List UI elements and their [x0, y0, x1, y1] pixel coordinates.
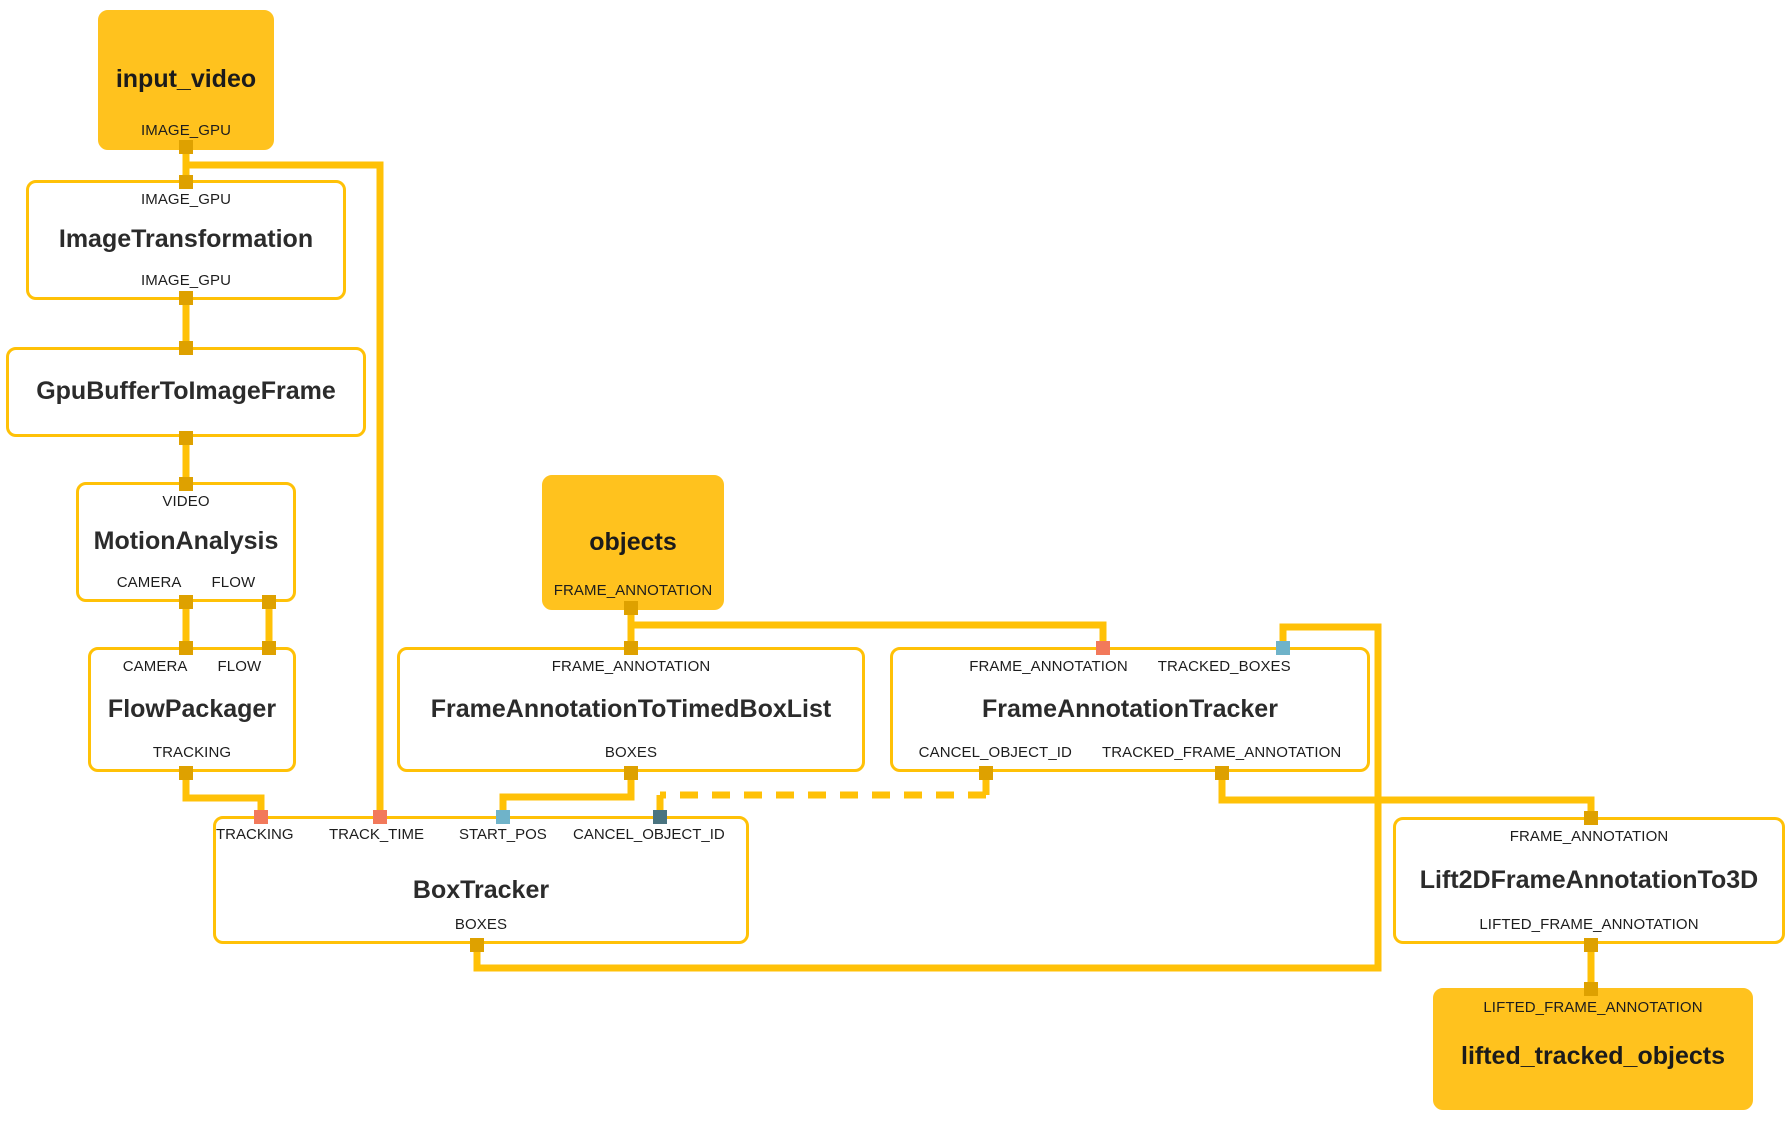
port-label-camera-in: CAMERA	[122, 658, 188, 675]
node-output-ports: IMAGE_GPU	[101, 122, 271, 139]
port-label-frame-annotation-in: FRAME_ANNOTATION	[1509, 828, 1669, 845]
port-inputvideo-out-image-gpu[interactable]	[179, 140, 193, 154]
node-lifted-tracked-objects[interactable]: LIFTED_FRAME_ANNOTATION lifted_tracked_o…	[1433, 988, 1753, 1110]
port-label-tracked-frame-annotation-out: TRACKED_FRAME_ANNOTATION	[1101, 744, 1342, 761]
node-lift-2d-frame-annotation-to-3d[interactable]: FRAME_ANNOTATION Lift2DFrameAnnotationTo…	[1393, 817, 1785, 944]
port-label-frame-annotation-out: FRAME_ANNOTATION	[553, 582, 713, 599]
port-label-tracked-boxes-in: TRACKED_BOXES	[1157, 658, 1291, 675]
node-input-ports: FRAME_ANNOTATION TRACKED_BOXES	[893, 658, 1367, 675]
port-motionanalysis-out-flow[interactable]	[262, 595, 276, 609]
node-title: FlowPackager	[107, 694, 277, 723]
node-title: lifted_tracked_objects	[1461, 1042, 1725, 1071]
node-flow-packager[interactable]: CAMERA FLOW FlowPackager TRACKING	[88, 647, 296, 772]
port-boxtracker-out-boxes[interactable]	[470, 938, 484, 952]
port-flowpackager-in-camera[interactable]	[179, 641, 193, 655]
wire-timedboxlist-to-boxtracker-startpos	[499, 778, 635, 810]
wire-tracker-trackedframeannotation-to-lift2d	[1218, 778, 1595, 818]
wire-flowpackager-to-boxtracker-tracking	[182, 778, 265, 810]
port-label-boxtracker-track-time: TRACK_TIME	[329, 826, 425, 843]
port-label-lifted-frame-annotation-in: LIFTED_FRAME_ANNOTATION	[1483, 999, 1703, 1016]
port-label-camera-out: CAMERA	[116, 574, 182, 591]
node-title: FrameAnnotationToTimedBoxList	[430, 694, 832, 723]
node-input-ports: FRAME_ANNOTATION	[400, 658, 862, 675]
node-objects[interactable]: objects FRAME_ANNOTATION	[542, 475, 724, 610]
port-label-boxtracker-start-pos: START_POS	[459, 826, 547, 843]
port-boxtracker-in-cancel-object-id[interactable]	[653, 810, 667, 824]
node-title: input_video	[115, 65, 257, 94]
node-title: BoxTracker	[412, 876, 550, 905]
node-title: MotionAnalysis	[93, 527, 279, 556]
node-motion-analysis[interactable]: VIDEO MotionAnalysis CAMERA FLOW	[76, 482, 296, 602]
port-label-frame-annotation-in: FRAME_ANNOTATION	[551, 658, 711, 675]
port-objects-out-frame-annotation[interactable]	[624, 601, 638, 615]
spacer	[1128, 658, 1158, 675]
node-title: FrameAnnotationTracker	[982, 694, 1278, 723]
node-input-ports: VIDEO	[79, 493, 293, 510]
node-output-ports: TRACKING	[91, 744, 293, 761]
node-output-ports: IMAGE_GPU	[29, 272, 343, 289]
port-boxtracker-in-track-time[interactable]	[373, 810, 387, 824]
port-label-frame-annotation-in: FRAME_ANNOTATION	[969, 658, 1128, 675]
port-label-boxes-out: BOXES	[454, 916, 508, 933]
wire-objects-to-frameannotationtracker	[631, 621, 1107, 648]
spacer	[1072, 744, 1102, 761]
port-lift2d-in-frame-annotation[interactable]	[1584, 811, 1598, 825]
node-box-tracker[interactable]: BoxTracker BOXES	[213, 816, 749, 944]
node-output-ports: LIFTED_FRAME_ANNOTATION	[1396, 916, 1782, 933]
node-frame-annotation-tracker[interactable]: FRAME_ANNOTATION TRACKED_BOXES FrameAnno…	[890, 647, 1370, 772]
port-timedboxlist-out-boxes[interactable]	[624, 766, 638, 780]
port-boxtracker-in-start-pos[interactable]	[496, 810, 510, 824]
node-title: Lift2DFrameAnnotationTo3D	[1419, 865, 1759, 894]
port-label-tracking-out: TRACKING	[152, 744, 232, 761]
port-label-flow-in: FLOW	[217, 658, 262, 675]
node-input-ports: CAMERA FLOW	[91, 658, 293, 675]
port-imagetransformation-in-image-gpu[interactable]	[179, 175, 193, 189]
port-label-image-gpu-out: IMAGE_GPU	[140, 272, 232, 289]
port-boxtracker-in-tracking[interactable]	[254, 810, 268, 824]
port-label-cancel-object-id-out: CANCEL_OBJECT_ID	[918, 744, 1072, 761]
node-title: ImageTransformation	[58, 225, 314, 254]
port-label-video: VIDEO	[162, 493, 210, 510]
port-liftedtrackedobjects-in-lifted-frame-annotation[interactable]	[1584, 982, 1598, 996]
node-frame-annotation-to-timed-box-list[interactable]: FRAME_ANNOTATION FrameAnnotationToTimedB…	[397, 647, 865, 772]
port-label-boxes-out: BOXES	[604, 744, 658, 761]
node-input-ports: LIFTED_FRAME_ANNOTATION	[1436, 999, 1750, 1016]
node-output-ports: BOXES	[400, 744, 862, 761]
port-tracker-out-cancel-object-id[interactable]	[979, 766, 993, 780]
port-tracker-in-frame-annotation[interactable]	[1096, 641, 1110, 655]
node-input-video[interactable]: input_video IMAGE_GPU	[98, 10, 274, 150]
port-label-image-gpu: IMAGE_GPU	[140, 122, 232, 139]
port-label-image-gpu-in: IMAGE_GPU	[140, 191, 232, 208]
port-gpubuffer-out[interactable]	[179, 431, 193, 445]
node-title: objects	[589, 527, 677, 556]
spacer	[182, 574, 212, 591]
node-title: GpuBufferToImageFrame	[36, 377, 336, 406]
port-gpubuffer-in[interactable]	[179, 341, 193, 355]
port-motionanalysis-out-camera[interactable]	[179, 595, 193, 609]
port-motionanalysis-in-video[interactable]	[179, 477, 193, 491]
port-flowpackager-out-tracking[interactable]	[179, 766, 193, 780]
port-imagetransformation-out-image-gpu[interactable]	[179, 291, 193, 305]
port-timedboxlist-in-frame-annotation[interactable]	[624, 641, 638, 655]
node-input-ports: IMAGE_GPU	[29, 191, 343, 208]
node-output-ports: BOXES	[216, 916, 746, 933]
node-output-ports: CAMERA FLOW	[79, 574, 293, 591]
port-label-lifted-frame-annotation-out: LIFTED_FRAME_ANNOTATION	[1479, 916, 1699, 933]
port-label-flow-out: FLOW	[211, 574, 256, 591]
port-lift2d-out-lifted-frame-annotation[interactable]	[1584, 938, 1598, 952]
node-output-ports: FRAME_ANNOTATION	[545, 582, 721, 599]
spacer	[188, 658, 218, 675]
node-input-ports: FRAME_ANNOTATION	[1396, 828, 1782, 845]
node-gpu-buffer-to-image-frame[interactable]: GpuBufferToImageFrame	[6, 347, 366, 437]
port-flowpackager-in-flow[interactable]	[262, 641, 276, 655]
port-tracker-in-tracked-boxes[interactable]	[1276, 641, 1290, 655]
node-image-transformation[interactable]: IMAGE_GPU ImageTransformation IMAGE_GPU	[26, 180, 346, 300]
port-label-boxtracker-cancel-object-id: CANCEL_OBJECT_ID	[573, 826, 725, 843]
port-tracker-out-tracked-frame-annotation[interactable]	[1215, 766, 1229, 780]
node-output-ports: CANCEL_OBJECT_ID TRACKED_FRAME_ANNOTATIO…	[893, 744, 1367, 761]
port-label-boxtracker-tracking: TRACKING	[216, 826, 294, 843]
